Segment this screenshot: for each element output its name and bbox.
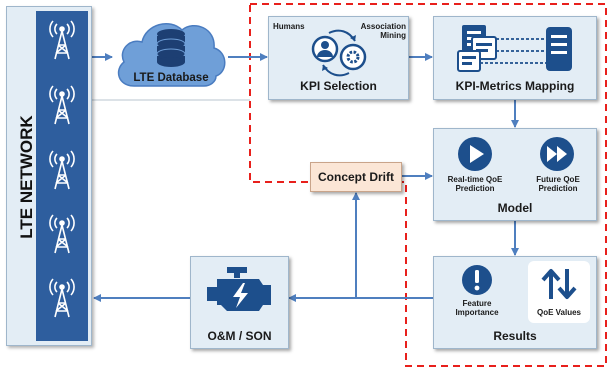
- up-down-arrows-icon: [541, 269, 577, 299]
- dashed-boundary: [249, 3, 607, 367]
- exclamation-icon: [462, 265, 492, 295]
- results-title: Results: [493, 329, 537, 343]
- kpi-selection-box: Humans Association Mining KPI Selection: [268, 16, 409, 100]
- association-mining-label: Association Mining: [360, 22, 406, 40]
- network-label: LTE NETWORK: [17, 115, 36, 239]
- feature-importance-label: Feature Importance: [455, 299, 499, 317]
- results-box: Feature Importance QoE Values Results: [433, 256, 597, 349]
- kpi-metrics-mapping-title: KPI-Metrics Mapping: [455, 79, 575, 93]
- lte-database-label: LTE Database: [133, 72, 209, 84]
- future-qoe-label: Future QoE Prediction: [536, 175, 580, 193]
- kpi-metrics-mapping-box: KPI-Metrics Mapping: [433, 16, 597, 100]
- cell-tower-icon: [49, 150, 75, 190]
- concept-drift-box: Concept Drift: [310, 162, 402, 192]
- cell-tower-icon: [49, 85, 75, 125]
- kpi-selection-title: KPI Selection: [300, 79, 377, 93]
- humans-label: Humans: [273, 22, 305, 31]
- model-box: Real-time QoE Prediction Future QoE Pred…: [433, 128, 597, 221]
- cloud-icon: [117, 23, 226, 87]
- network-tower-strip: [36, 11, 88, 341]
- lte-network: LTE NETWORK: [6, 6, 92, 346]
- concept-drift-label: Concept Drift: [318, 170, 394, 184]
- qoe-values-card: [528, 261, 590, 323]
- cell-tower-icon: [49, 20, 75, 60]
- qoe-values-label: QoE Values: [536, 308, 582, 317]
- realtime-qoe-label: Real-time QoE Prediction: [447, 175, 503, 193]
- play-icon: [458, 137, 492, 171]
- fast-forward-icon: [540, 137, 574, 171]
- database-icon: [156, 29, 186, 67]
- om-son-box: O&M / SON: [190, 256, 289, 349]
- cell-tower-icon: [49, 214, 75, 254]
- model-title: Model: [497, 201, 533, 215]
- engine-icon: [207, 267, 271, 311]
- om-son-label: O&M / SON: [207, 329, 272, 343]
- cell-tower-icon: [49, 278, 75, 318]
- human-gear-cycle-icon: [311, 29, 367, 77]
- mapping-documents-icon: [457, 25, 572, 72]
